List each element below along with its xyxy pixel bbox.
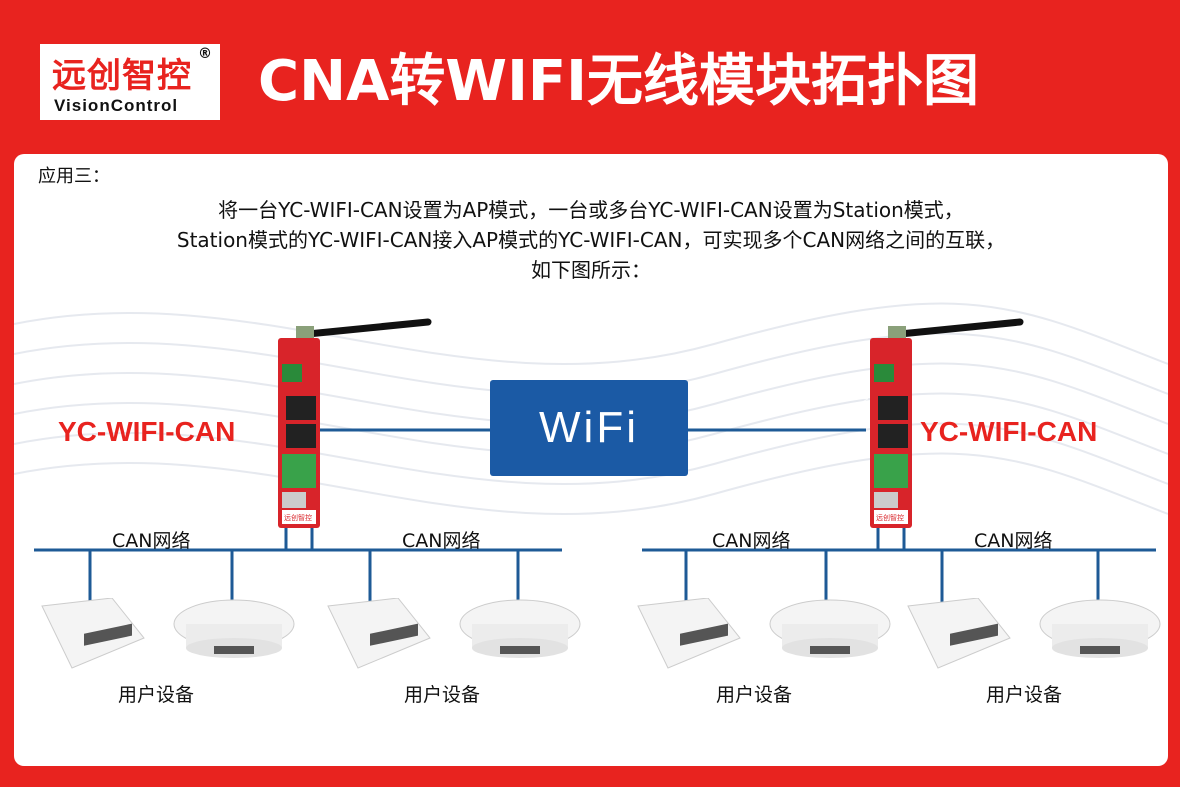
- user-devices-label-2: 用户设备: [404, 684, 481, 706]
- left-node-label: YC-WIFI-CAN: [58, 416, 236, 447]
- antenna-icon: [896, 318, 1024, 338]
- can-network-label-4: CAN网络: [974, 530, 1053, 552]
- ceiling-ap-device-6: [769, 599, 891, 658]
- right-node-label: YC-WIFI-CAN: [920, 416, 1098, 447]
- registered-mark: ®: [198, 46, 212, 62]
- user-devices-label-4: 用户设备: [986, 684, 1063, 706]
- wan-port-label: WAN: [863, 398, 870, 412]
- brand-logo: 远创智控 ® VisionControl: [40, 44, 220, 120]
- ceiling-ap-device-8: [1039, 599, 1161, 658]
- wall-switch-device-7: [907, 598, 1011, 669]
- yc-wifi-can-module-left: LAN WAN 远创智控: [271, 318, 432, 528]
- wan-port-label: WAN: [271, 398, 278, 412]
- yc-wifi-can-module-right: LAN WAN 远创智控: [863, 318, 1024, 528]
- ceiling-ap-device-4: [459, 599, 581, 658]
- user-devices-label-1: 用户设备: [118, 684, 195, 706]
- wall-switch-device-5: [637, 598, 741, 669]
- description-line-1: 将一台YC-WIFI-CAN设置为AP模式，一台或多台YC-WIFI-CAN设置…: [218, 198, 964, 222]
- network-lines: [34, 428, 1156, 604]
- logo-chinese-text: 远创智控: [52, 56, 192, 96]
- wall-switch-device-1: [41, 598, 145, 669]
- can-network-label-2: CAN网络: [402, 530, 481, 552]
- antenna-icon: [304, 318, 432, 338]
- lan-port-label: LAN: [863, 432, 870, 444]
- can-network-label-3: CAN网络: [712, 530, 791, 552]
- content-panel: 应用三： 将一台YC-WIFI-CAN设置为AP模式，一台或多台YC-WIFI-…: [14, 154, 1168, 766]
- description-line-3: 如下图所示：: [531, 258, 651, 282]
- header-banner: 远创智控 ® VisionControl CNA转WIFI无线模块拓扑图: [0, 0, 1180, 150]
- wall-switch-device-3: [327, 598, 431, 669]
- description-line-2: Station模式的YC-WIFI-CAN接入AP模式的YC-WIFI-CAN，…: [176, 228, 1006, 252]
- can-network-label-1: CAN网络: [112, 530, 191, 552]
- lan-port-label: LAN: [271, 432, 278, 444]
- module-brand: 远创智控: [876, 513, 904, 522]
- user-devices-label-3: 用户设备: [716, 684, 793, 706]
- logo-english-text: VisionControl: [54, 96, 179, 115]
- wifi-cloud-box: WiFi: [490, 380, 688, 476]
- page-title: CNA转WIFI无线模块拓扑图: [258, 49, 979, 114]
- module-brand: 远创智控: [284, 513, 312, 522]
- ceiling-ap-device-2: [173, 599, 295, 658]
- application-heading: 应用三：: [38, 166, 110, 187]
